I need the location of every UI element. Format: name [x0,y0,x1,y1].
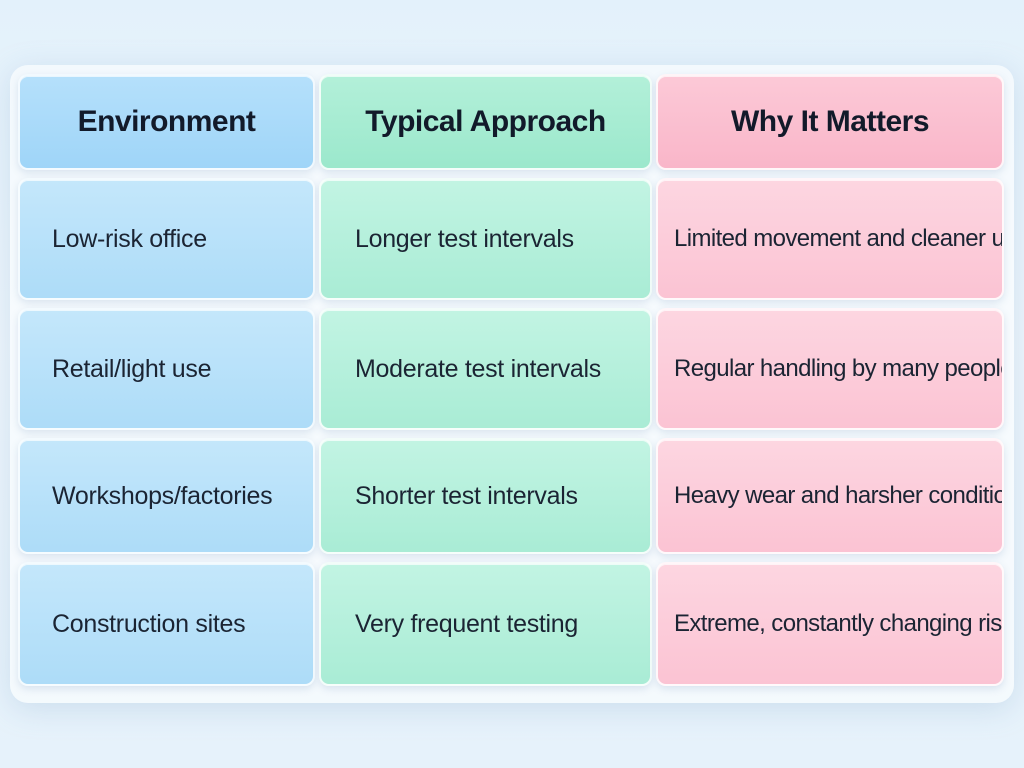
header-environment: Environment [18,74,315,170]
cell-approach-row-3: Shorter test intervals [319,438,652,554]
cell-why-row-4: Extreme, constantly changing risks [656,562,1004,686]
cell-why-row-1: Limited movement and cleaner use [656,178,1004,300]
cell-environment-row-3: Workshops/factories [18,438,315,554]
cell-environment-row-4: Construction sites [18,562,315,686]
cell-environment-row-1: Low-risk office [18,178,315,300]
header-typical-approach: Typical Approach [319,74,652,170]
cell-approach-row-4: Very frequent testing [319,562,652,686]
cell-approach-row-1: Longer test intervals [319,178,652,300]
cell-why-row-3: Heavy wear and harsher conditions [656,438,1004,554]
cell-approach-row-2: Moderate test intervals [319,308,652,430]
cell-why-row-2: Regular handling by many people [656,308,1004,430]
comparison-table: Environment Typical Approach Why It Matt… [18,74,1004,686]
cell-environment-row-2: Retail/light use [18,308,315,430]
header-why-it-matters: Why It Matters [656,74,1004,170]
